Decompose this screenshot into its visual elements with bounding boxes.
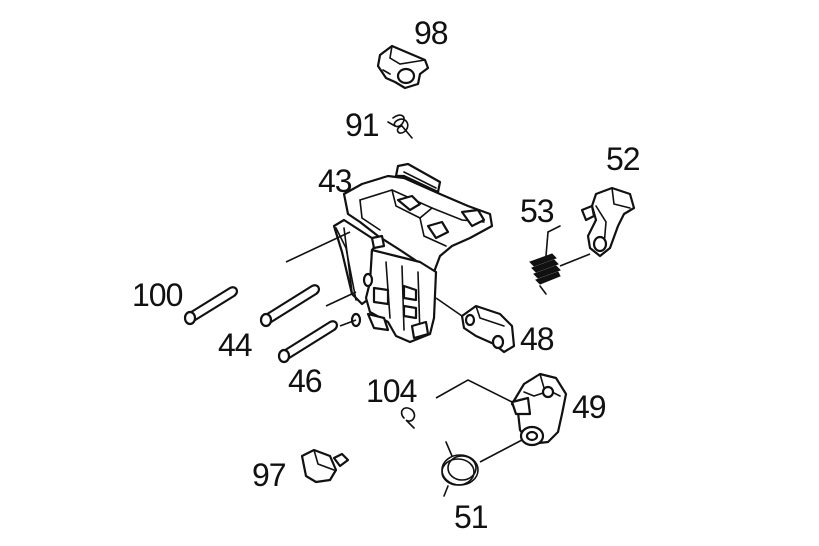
part-53-coil-spring-icon bbox=[529, 225, 591, 295]
part-98-lever-cap-icon bbox=[376, 44, 430, 90]
part-43-trigger-housing-icon bbox=[332, 162, 494, 344]
part-104-clip-icon bbox=[400, 379, 513, 429]
label-97: 97 bbox=[252, 457, 286, 493]
label-44: 44 bbox=[218, 327, 252, 363]
label-100: 100 bbox=[132, 277, 183, 313]
part-44-pin-icon bbox=[259, 231, 357, 328]
label-49: 49 bbox=[572, 389, 606, 425]
label-46: 46 bbox=[288, 363, 322, 399]
label-51: 51 bbox=[454, 499, 488, 535]
label-91: 91 bbox=[345, 107, 379, 143]
part-97-plunger-icon bbox=[300, 448, 350, 484]
label-104: 104 bbox=[366, 373, 417, 409]
label-52: 52 bbox=[606, 141, 640, 177]
part-91-small-spring-icon bbox=[387, 114, 413, 139]
part-46-pin-icon bbox=[277, 319, 357, 364]
part-48-link-plate-icon bbox=[435, 297, 516, 354]
part-52-sear-part-icon bbox=[580, 186, 636, 258]
part-100-pin-icon bbox=[183, 286, 239, 326]
label-48: 48 bbox=[520, 321, 554, 357]
part-51-torsion-spring-icon bbox=[441, 439, 523, 497]
label-53: 53 bbox=[520, 193, 554, 229]
label-98: 98 bbox=[414, 15, 448, 51]
part-49-hammer-part-icon bbox=[510, 372, 568, 447]
